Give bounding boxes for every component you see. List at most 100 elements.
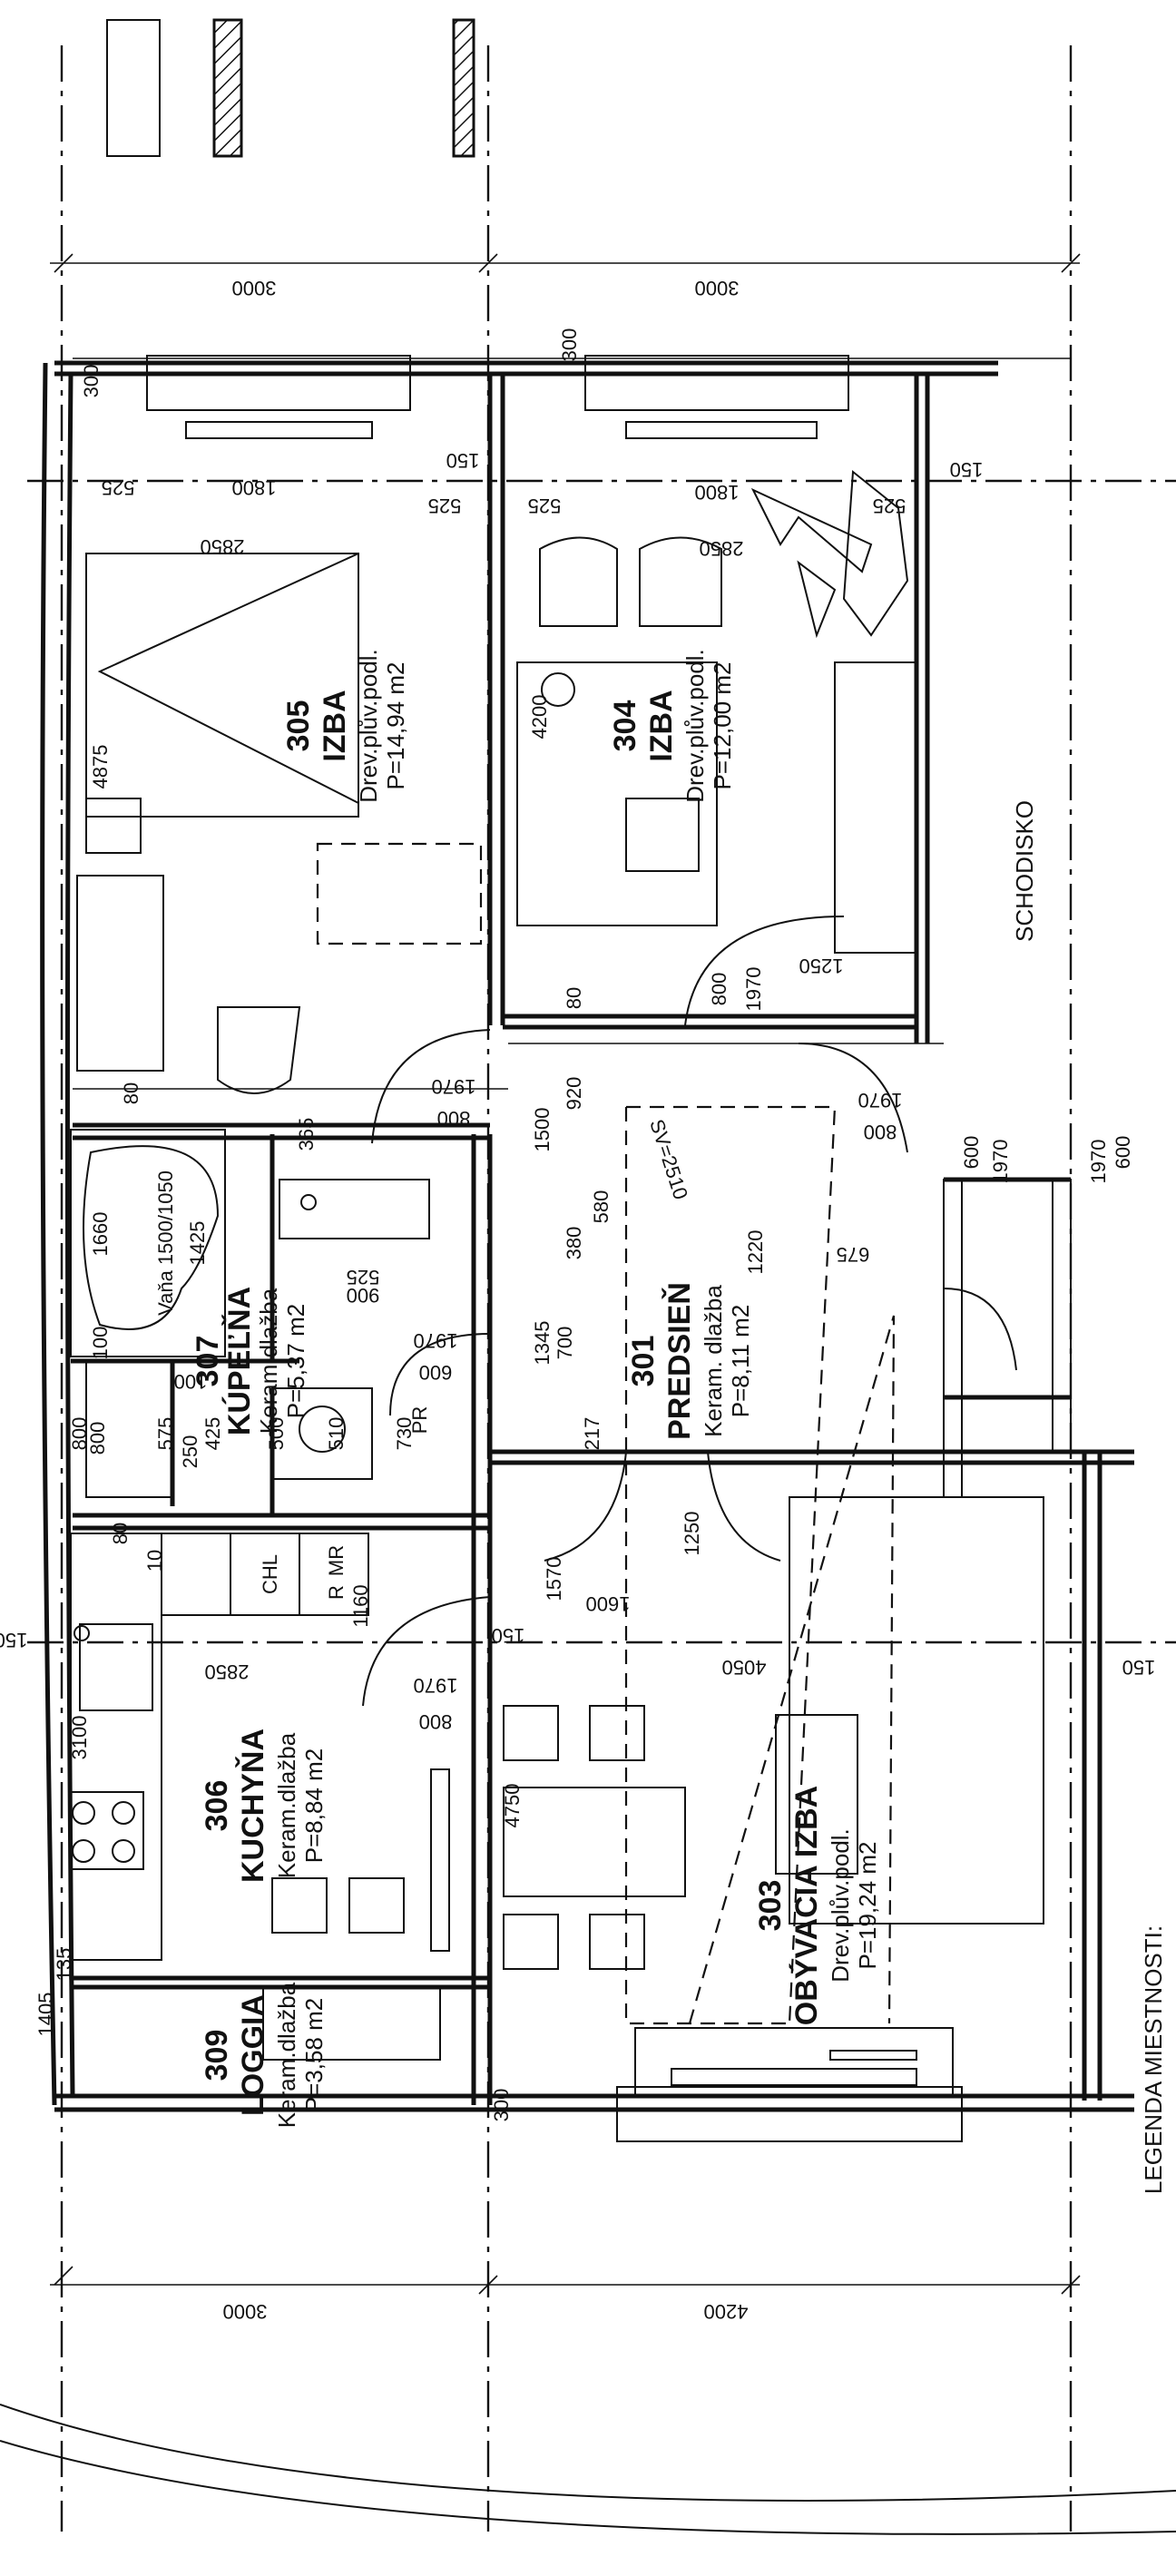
svg-text:80: 80: [109, 1523, 132, 1544]
svg-text:4875: 4875: [89, 745, 112, 789]
svg-text:800: 800: [419, 1710, 453, 1733]
svg-text:500: 500: [265, 1417, 288, 1451]
room-301-area: P=8,11 m2: [727, 1305, 754, 1418]
stair-area: [943, 1177, 1072, 1498]
svg-text:700: 700: [554, 1327, 576, 1360]
svg-text:920: 920: [563, 1077, 585, 1111]
svg-text:1970: 1970: [858, 1089, 903, 1112]
svg-text:300: 300: [80, 365, 103, 398]
svg-text:1500: 1500: [531, 1108, 554, 1152]
room-309: 309 LOGGIA Keram.dlažba P=3,58 m2: [200, 1982, 328, 2128]
svg-text:525: 525: [428, 495, 462, 517]
svg-text:135: 135: [53, 1948, 75, 1982]
room-303: 303 OBÝVACIA IZBA Drev.plův.podl. P=19,2…: [753, 1786, 881, 2025]
room-305-floor: Drev.plův.podl.: [355, 649, 382, 803]
furniture: [70, 470, 1044, 2097]
room-309-floor: Keram.dlažba: [273, 1982, 300, 2128]
svg-text:100: 100: [174, 1370, 208, 1393]
svg-text:510: 510: [325, 1417, 348, 1451]
svg-text:1660: 1660: [89, 1212, 112, 1257]
svg-text:1970: 1970: [989, 1140, 1012, 1184]
svg-text:600: 600: [1112, 1136, 1134, 1170]
svg-text:1970: 1970: [742, 967, 765, 1012]
interior-walls: [71, 372, 916, 2105]
wall-legend: [106, 18, 475, 158]
svg-text:100: 100: [89, 1327, 112, 1360]
svg-text:1405: 1405: [34, 1993, 57, 2037]
room-307-area: P=5,37 m2: [282, 1304, 309, 1418]
svg-text:525: 525: [102, 476, 135, 499]
room-309-number: 309: [200, 2030, 234, 2081]
room-303-area: P=19,24 m2: [854, 1842, 881, 1970]
room-304-name: IZBA: [644, 690, 679, 761]
room-306-name: KUCHYŇA: [236, 1729, 270, 1883]
svg-text:150: 150: [1122, 1656, 1156, 1679]
svg-text:SV=2510: SV=2510: [645, 1116, 692, 1201]
fixture-labels: Vaňa 1500/1050 CHL MR R PR: [154, 1170, 431, 1600]
windows: [146, 355, 963, 2142]
room-306: 306 KUCHYŇA Keram.dlažba P=8,84 m2: [200, 1729, 328, 1883]
svg-text:1425: 1425: [186, 1221, 209, 1266]
svg-text:600: 600: [960, 1136, 983, 1170]
svg-text:1220: 1220: [744, 1230, 767, 1275]
svg-text:1800: 1800: [232, 476, 277, 499]
svg-text:600: 600: [419, 1361, 453, 1384]
dimension-labels: 3000 3000 3000 4200 300 300 300 1800 180…: [0, 277, 1155, 2323]
svg-text:1160: 1160: [349, 1584, 372, 1627]
legend-title: LEGENDA MIESTNOSTI:: [1140, 1925, 1167, 2194]
svg-text:3000: 3000: [223, 2300, 268, 2323]
svg-text:300: 300: [558, 328, 581, 362]
room-305-area: P=14,94 m2: [382, 662, 409, 790]
svg-text:800: 800: [708, 973, 730, 1006]
room-304-area: P=12,00 m2: [709, 662, 736, 790]
doors: [362, 916, 1017, 1707]
svg-text:3100: 3100: [68, 1716, 91, 1760]
svg-text:425: 425: [201, 1417, 224, 1451]
svg-text:1600: 1600: [586, 1592, 631, 1615]
svg-text:1800: 1800: [695, 481, 740, 504]
svg-text:150: 150: [492, 1624, 525, 1647]
room-309-area: P=3,58 m2: [300, 1998, 328, 2112]
room-305-name: IZBA: [318, 690, 352, 761]
room-301: 301 PREDSIEŇ Keram. dlažba P=8,11 m2: [626, 1282, 754, 1440]
chl-label: CHL: [259, 1554, 281, 1594]
room-301-number: 301: [626, 1336, 661, 1387]
svg-text:4200: 4200: [704, 2300, 749, 2323]
svg-text:150: 150: [446, 449, 480, 472]
svg-text:150: 150: [0, 1629, 27, 1651]
svg-text:1570: 1570: [543, 1557, 565, 1601]
svg-text:800: 800: [864, 1121, 897, 1143]
svg-text:217: 217: [581, 1417, 603, 1451]
svg-text:4050: 4050: [722, 1656, 767, 1679]
svg-text:4750: 4750: [501, 1784, 524, 1828]
svg-text:800: 800: [68, 1417, 91, 1451]
svg-text:675: 675: [837, 1243, 870, 1266]
svg-text:2850: 2850: [700, 537, 744, 560]
svg-text:800: 800: [437, 1107, 471, 1130]
room-304: 304 IZBA Drev.plův.podl. P=12,00 m2: [608, 649, 736, 803]
svg-text:300: 300: [490, 2089, 513, 2122]
room-304-floor: Drev.plův.podl.: [681, 649, 709, 803]
room-305: 305 IZBA Drev.plův.podl. P=14,94 m2: [281, 649, 409, 803]
pr-label: PR: [408, 1406, 431, 1435]
svg-text:1345: 1345: [531, 1321, 554, 1366]
svg-text:250: 250: [179, 1435, 201, 1469]
mr-label: MR: [325, 1545, 348, 1576]
room-306-area: P=8,84 m2: [300, 1748, 328, 1863]
room-306-number: 306: [200, 1780, 234, 1832]
svg-text:2850: 2850: [201, 535, 245, 558]
room-307-name: KÚPEĽŇA: [222, 1287, 257, 1435]
svg-text:525: 525: [528, 495, 562, 517]
room-301-floor: Keram. dlažba: [700, 1285, 727, 1437]
svg-text:525: 525: [347, 1266, 380, 1288]
room-305-number: 305: [281, 700, 316, 752]
svg-text:1250: 1250: [681, 1512, 703, 1556]
room-307-floor: Keram.dlažba: [255, 1288, 282, 1434]
room-303-number: 303: [753, 1880, 788, 1932]
svg-text:1970: 1970: [432, 1075, 476, 1098]
svg-text:4200: 4200: [528, 695, 551, 739]
room-301-name: PREDSIEŇ: [662, 1282, 697, 1440]
svg-text:575: 575: [154, 1417, 177, 1451]
svg-text:10: 10: [143, 1550, 166, 1572]
